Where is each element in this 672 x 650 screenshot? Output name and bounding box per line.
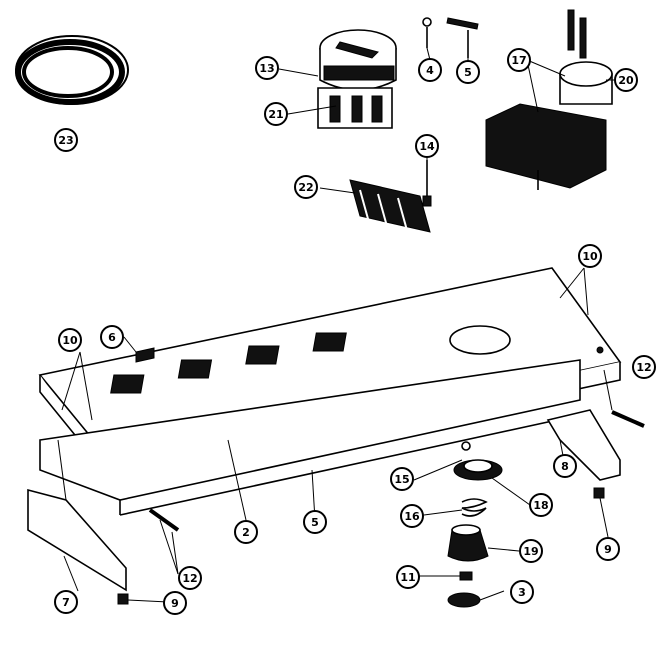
svg-text:17: 17 <box>511 54 526 67</box>
svg-text:5: 5 <box>311 516 319 529</box>
leader-lines <box>61 30 614 603</box>
svg-text:7: 7 <box>62 596 70 609</box>
callout-15: 15 <box>390 467 414 491</box>
part-15-washer <box>461 441 471 451</box>
svg-text:3: 3 <box>518 586 526 599</box>
svg-text:10: 10 <box>62 334 78 347</box>
part-6-spring <box>135 347 155 363</box>
part-7-bracket <box>27 439 127 592</box>
svg-text:16: 16 <box>404 510 420 523</box>
svg-text:21: 21 <box>268 108 283 121</box>
callout-8: 8 <box>553 454 577 478</box>
svg-text:14: 14 <box>419 140 435 153</box>
part-11-clip <box>459 571 473 581</box>
svg-text:13: 13 <box>259 62 274 75</box>
part-9-clip-right <box>593 487 605 499</box>
callout-4: 4 <box>418 58 442 82</box>
svg-text:10: 10 <box>582 250 598 263</box>
part-5-lower-rail <box>39 359 581 516</box>
callout-9-right: 9 <box>596 537 620 561</box>
part-19-knob <box>447 524 489 562</box>
callout-1: 5 <box>456 60 480 84</box>
svg-text:9: 9 <box>604 543 612 556</box>
part-4-screw <box>422 17 432 48</box>
callout-22: 22 <box>294 175 318 199</box>
callout-12-left: 12 <box>178 566 202 590</box>
callout-14: 14 <box>415 134 439 158</box>
callout-5: 5 <box>303 510 327 534</box>
svg-text:19: 19 <box>523 545 538 558</box>
svg-text:20: 20 <box>618 74 634 87</box>
part-3-gear <box>447 592 481 608</box>
callout-18: 18 <box>529 493 553 517</box>
part-18-cam-disc <box>453 459 503 481</box>
callout-9-left: 9 <box>163 591 187 615</box>
svg-text:12: 12 <box>182 572 197 585</box>
callout-10-left: 10 <box>58 328 82 352</box>
svg-text:15: 15 <box>394 473 409 486</box>
svg-text:9: 9 <box>171 597 179 610</box>
svg-text:6: 6 <box>108 331 116 344</box>
svg-text:8: 8 <box>561 460 569 473</box>
callout-21: 21 <box>264 102 288 126</box>
callout-2: 2 <box>234 520 258 544</box>
callout-11: 11 <box>396 565 420 589</box>
part-17-motor-block <box>485 9 613 190</box>
callout-13: 13 <box>255 56 279 80</box>
part-1-pin <box>446 17 479 58</box>
part-22-terminal-block <box>349 179 431 235</box>
callout-10-right: 10 <box>578 244 602 268</box>
svg-text:2: 2 <box>242 526 250 539</box>
part-13-timer-assembly <box>317 29 397 129</box>
svg-text:11: 11 <box>400 571 415 584</box>
part-9-clip-left <box>117 593 129 605</box>
svg-text:22: 22 <box>298 181 313 194</box>
callout-7: 7 <box>54 590 78 614</box>
callout-19: 19 <box>519 539 543 563</box>
callout-3: 3 <box>510 580 534 604</box>
callout-12-right: 12 <box>632 355 656 379</box>
svg-text:23: 23 <box>58 134 73 147</box>
svg-text:12: 12 <box>636 361 651 374</box>
part-14-screw <box>422 160 432 207</box>
callout-16: 16 <box>400 504 424 528</box>
callout-6-upper: 6 <box>100 325 124 349</box>
callout-23: 23 <box>54 128 78 152</box>
part-16-spring <box>461 498 488 517</box>
part-12-screw-right <box>611 410 645 428</box>
callout-17: 17 <box>507 48 531 72</box>
svg-text:5: 5 <box>464 66 472 79</box>
callout-20: 20 <box>614 68 638 92</box>
part-23-wire-coil <box>15 35 129 105</box>
part-12-screw-left <box>148 508 180 532</box>
svg-text:18: 18 <box>533 499 548 512</box>
svg-text:4: 4 <box>426 64 434 77</box>
